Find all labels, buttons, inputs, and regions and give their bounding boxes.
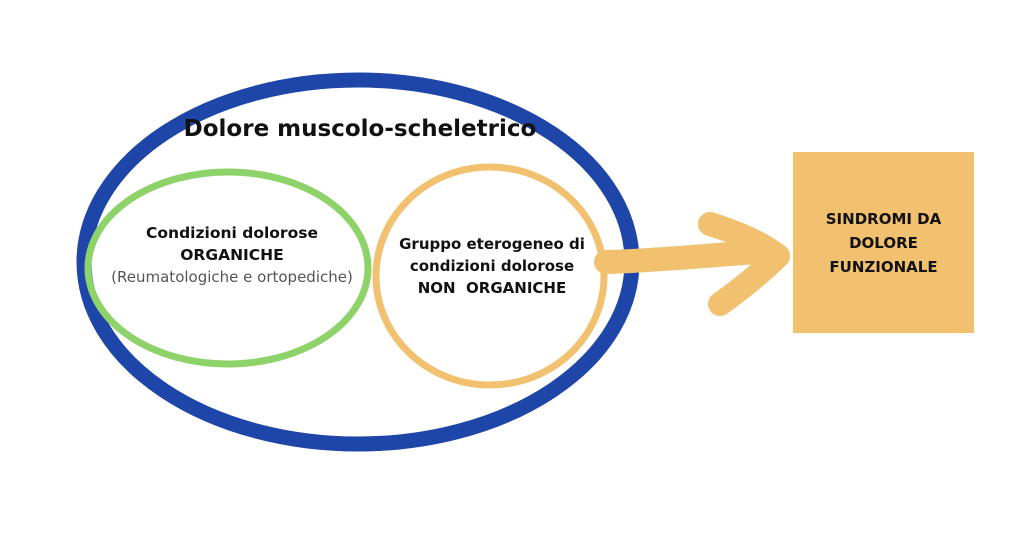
organic-line-3: (Reumatologiche e ortopediche) [111, 267, 353, 286]
non-organic-line-2: condizioni dolorose [409, 256, 575, 275]
organic-label: Condizioni dolorose ORGANICHE (Reumatolo… [92, 222, 372, 289]
non-organic-line-1: Gruppo eterogeneo di [399, 235, 585, 253]
organic-line-2: ORGANICHE [180, 246, 284, 265]
arrow-head [698, 212, 790, 316]
result-label: SINDROMI DA DOLORE FUNZIONALE [824, 207, 944, 279]
result-box: SINDROMI DA DOLORE FUNZIONALE [793, 152, 974, 333]
result-line-1: SINDROMI DA [825, 209, 942, 228]
diagram-title: Dolore muscolo-scheletrico [183, 116, 537, 142]
non-organic-circle [372, 163, 608, 389]
organic-line-1: Condizioni dolorose [146, 224, 318, 242]
non-organic-line-3: NON ORGANICHE [417, 278, 567, 297]
arrow-shaft [594, 240, 770, 274]
result-line-3: FUNZIONALE [829, 257, 938, 276]
organic-ellipse [84, 168, 372, 368]
result-box-bg [793, 152, 974, 333]
result-line-2: DOLORE [849, 233, 918, 252]
non-organic-label: Gruppo eterogeneo di condizioni dolorose… [382, 234, 602, 299]
